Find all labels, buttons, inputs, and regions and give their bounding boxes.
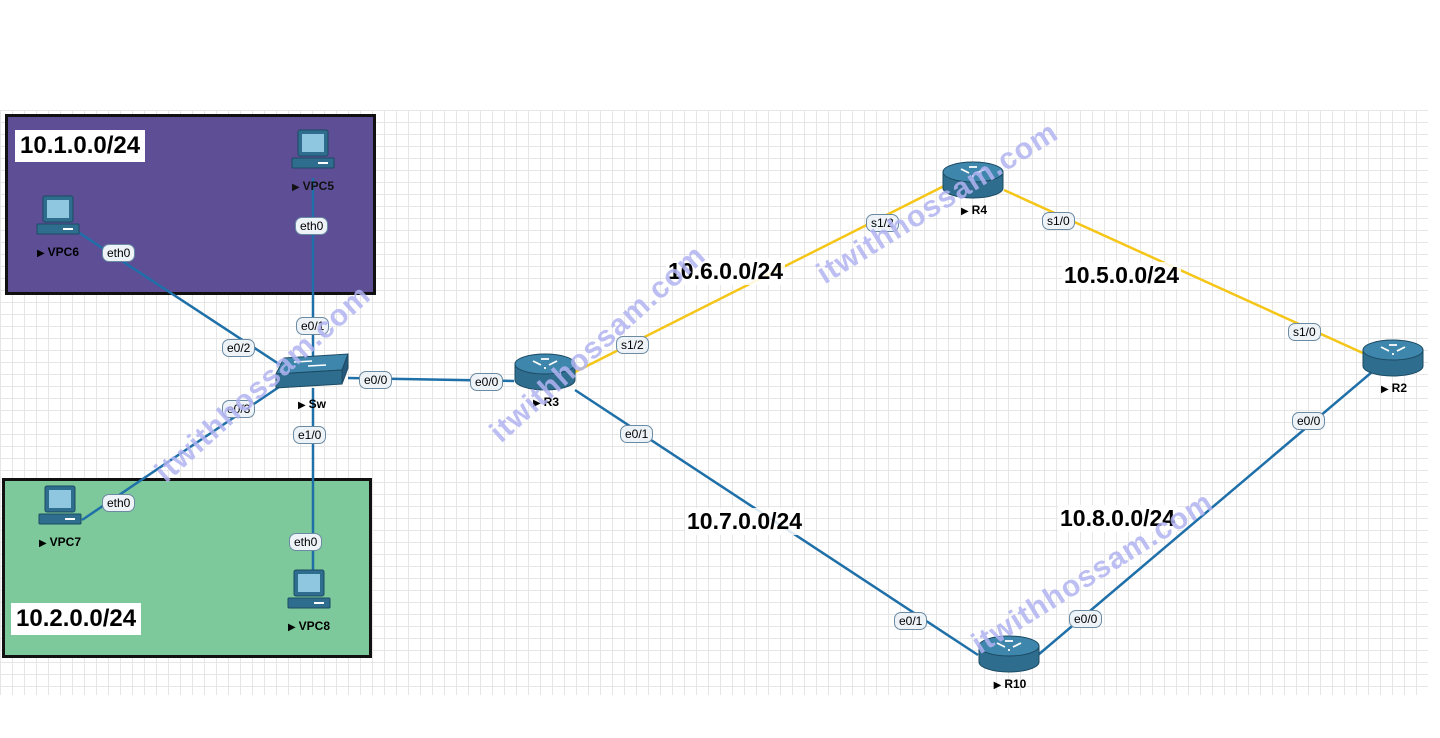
node-switch-sw[interactable]: ▶Sw xyxy=(272,350,352,411)
play-icon: ▶ xyxy=(532,398,541,409)
node-vpc6[interactable]: ▶VPC6 xyxy=(18,194,98,259)
node-router-r10[interactable]: ▶R10 xyxy=(970,632,1050,691)
node-label-vpc6: VPC6 xyxy=(47,245,80,259)
port-r2-e0-0[interactable]: e0/0 xyxy=(1292,412,1326,430)
subnet-label-10-2: 10.2.0.0/24 xyxy=(11,603,142,635)
router-icon xyxy=(1362,339,1424,377)
play-icon: ▶ xyxy=(38,538,47,549)
node-label-r10: R10 xyxy=(1004,677,1027,691)
port-vpc5-eth0[interactable]: eth0 xyxy=(295,217,329,235)
play-icon: ▶ xyxy=(287,622,296,633)
port-r3-s1-2[interactable]: s1/2 xyxy=(616,336,649,354)
play-icon: ▶ xyxy=(1380,384,1389,395)
pc-icon xyxy=(287,569,331,609)
node-label-vpc8: VPC8 xyxy=(298,619,331,633)
node-vpc5[interactable]: ▶VPC5 xyxy=(273,128,353,193)
port-vpc8-eth0[interactable]: eth0 xyxy=(289,533,323,551)
node-vpc8[interactable]: ▶VPC8 xyxy=(269,568,349,633)
pc-icon xyxy=(36,195,80,235)
node-label-sw: Sw xyxy=(308,397,327,411)
port-r2-s1-0[interactable]: s1/0 xyxy=(1288,323,1321,341)
node-label-r4: R4 xyxy=(971,203,988,217)
router-icon xyxy=(978,635,1040,673)
play-icon: ▶ xyxy=(297,400,306,411)
node-router-r4[interactable]: ▶R4 xyxy=(934,158,1014,217)
router-icon xyxy=(514,353,576,391)
pc-icon xyxy=(291,129,335,169)
subnet-label-10-1: 10.1.0.0/24 xyxy=(15,130,146,162)
play-icon: ▶ xyxy=(960,206,969,217)
play-icon: ▶ xyxy=(993,680,1002,691)
subnet-label-10-5: 10.5.0.0/24 xyxy=(1062,262,1182,289)
node-router-r2[interactable]: ▶R2 xyxy=(1354,336,1434,395)
switch-icon xyxy=(275,353,349,389)
pc-icon xyxy=(38,485,82,525)
port-r10-e0-0[interactable]: e0/0 xyxy=(1069,610,1103,628)
router-icon xyxy=(942,161,1004,199)
subnet-label-10-8: 10.8.0.0/24 xyxy=(1058,505,1178,532)
play-icon: ▶ xyxy=(291,182,300,193)
subnet-label-10-7: 10.7.0.0/24 xyxy=(685,508,805,535)
node-vpc7[interactable]: ▶VPC7 xyxy=(20,484,100,549)
play-icon: ▶ xyxy=(36,248,45,259)
port-r4-s1-2[interactable]: s1/2 xyxy=(866,214,899,232)
port-vpc7-eth0[interactable]: eth0 xyxy=(102,494,136,512)
node-label-vpc7: VPC7 xyxy=(49,535,82,549)
node-router-r3[interactable]: ▶R3 xyxy=(506,350,586,409)
port-sw-e0-2[interactable]: e0/2 xyxy=(222,339,256,357)
port-r4-s1-0[interactable]: s1/0 xyxy=(1042,212,1075,230)
port-r3-e0-0[interactable]: e0/0 xyxy=(470,373,504,391)
port-sw-e0-0[interactable]: e0/0 xyxy=(359,371,393,389)
port-vpc6-eth0[interactable]: eth0 xyxy=(102,244,136,262)
node-label-r2: R2 xyxy=(1391,381,1408,395)
port-sw-e0-3[interactable]: e0/3 xyxy=(222,400,256,418)
node-label-vpc5: VPC5 xyxy=(302,179,335,193)
port-r3-e0-1[interactable]: e0/1 xyxy=(620,425,654,443)
port-sw-e0-1[interactable]: e0/1 xyxy=(296,317,330,335)
subnet-label-10-6: 10.6.0.0/24 xyxy=(666,258,786,285)
node-label-r3: R3 xyxy=(543,395,560,409)
port-sw-e1-0[interactable]: e1/0 xyxy=(293,426,327,444)
port-r10-e0-1[interactable]: e0/1 xyxy=(894,612,928,630)
